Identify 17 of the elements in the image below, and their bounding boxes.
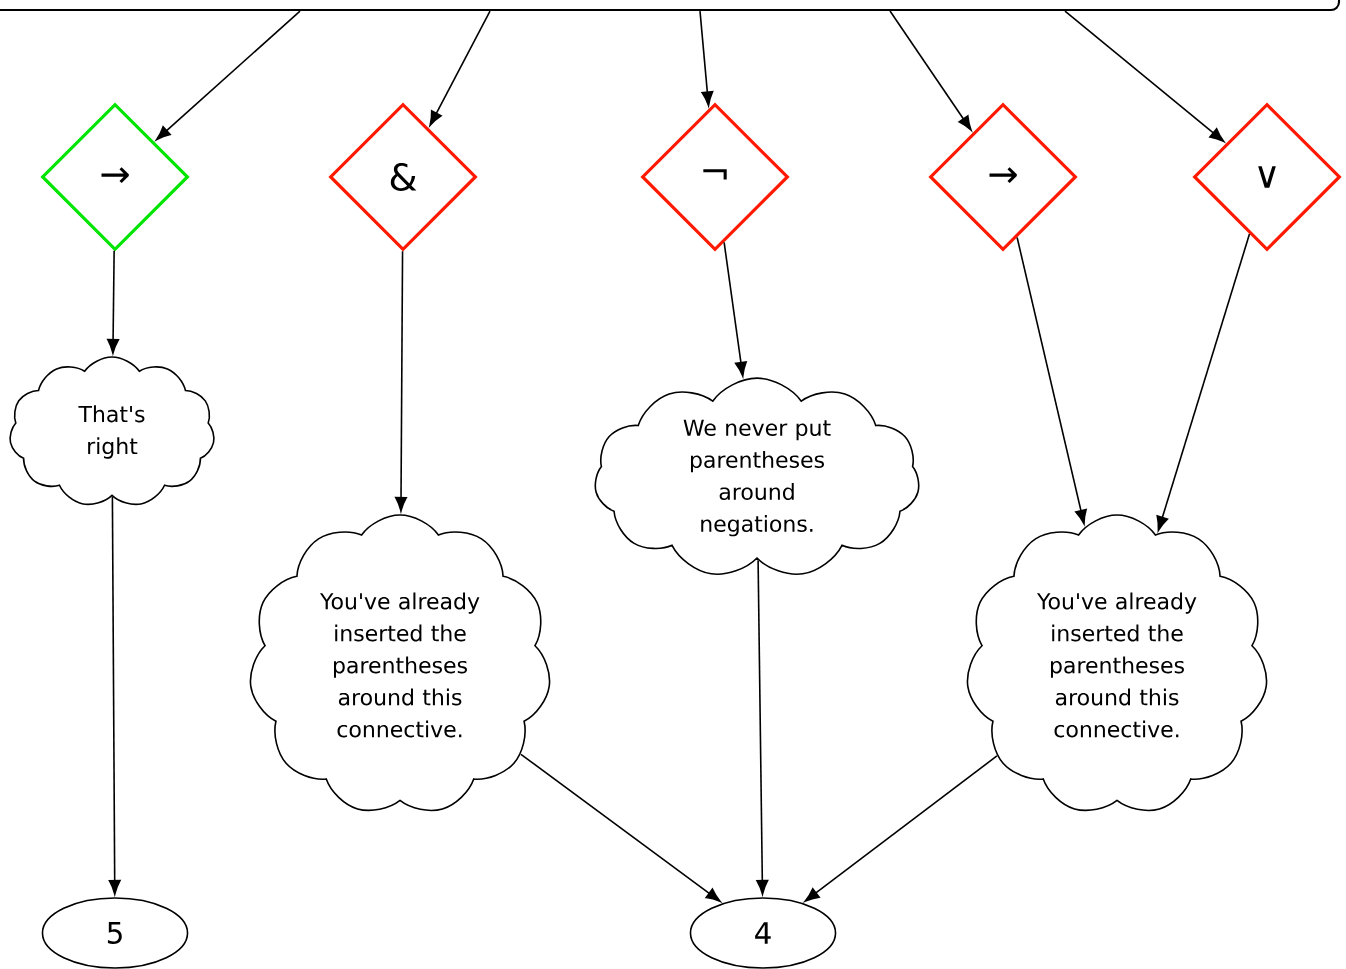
arrow <box>520 753 721 902</box>
arrow <box>699 10 714 107</box>
arrow <box>723 241 747 377</box>
panel-box <box>0 0 1341 12</box>
arrow <box>889 10 972 131</box>
message-cloud: You've already inserted the parentheses around this connective. <box>249 514 551 812</box>
arrow <box>1156 233 1251 532</box>
arrow <box>1064 10 1225 143</box>
arrow <box>804 755 998 902</box>
arrow <box>394 250 408 512</box>
message-cloud: That's right <box>9 356 215 506</box>
message-cloud: We never put parentheses around negations. <box>594 377 920 575</box>
arrow <box>429 10 491 126</box>
arrow <box>107 249 120 354</box>
arrow <box>1016 236 1087 525</box>
message-cloud: You've already inserted the parentheses around this connective. <box>966 514 1268 812</box>
arrow <box>155 10 301 141</box>
